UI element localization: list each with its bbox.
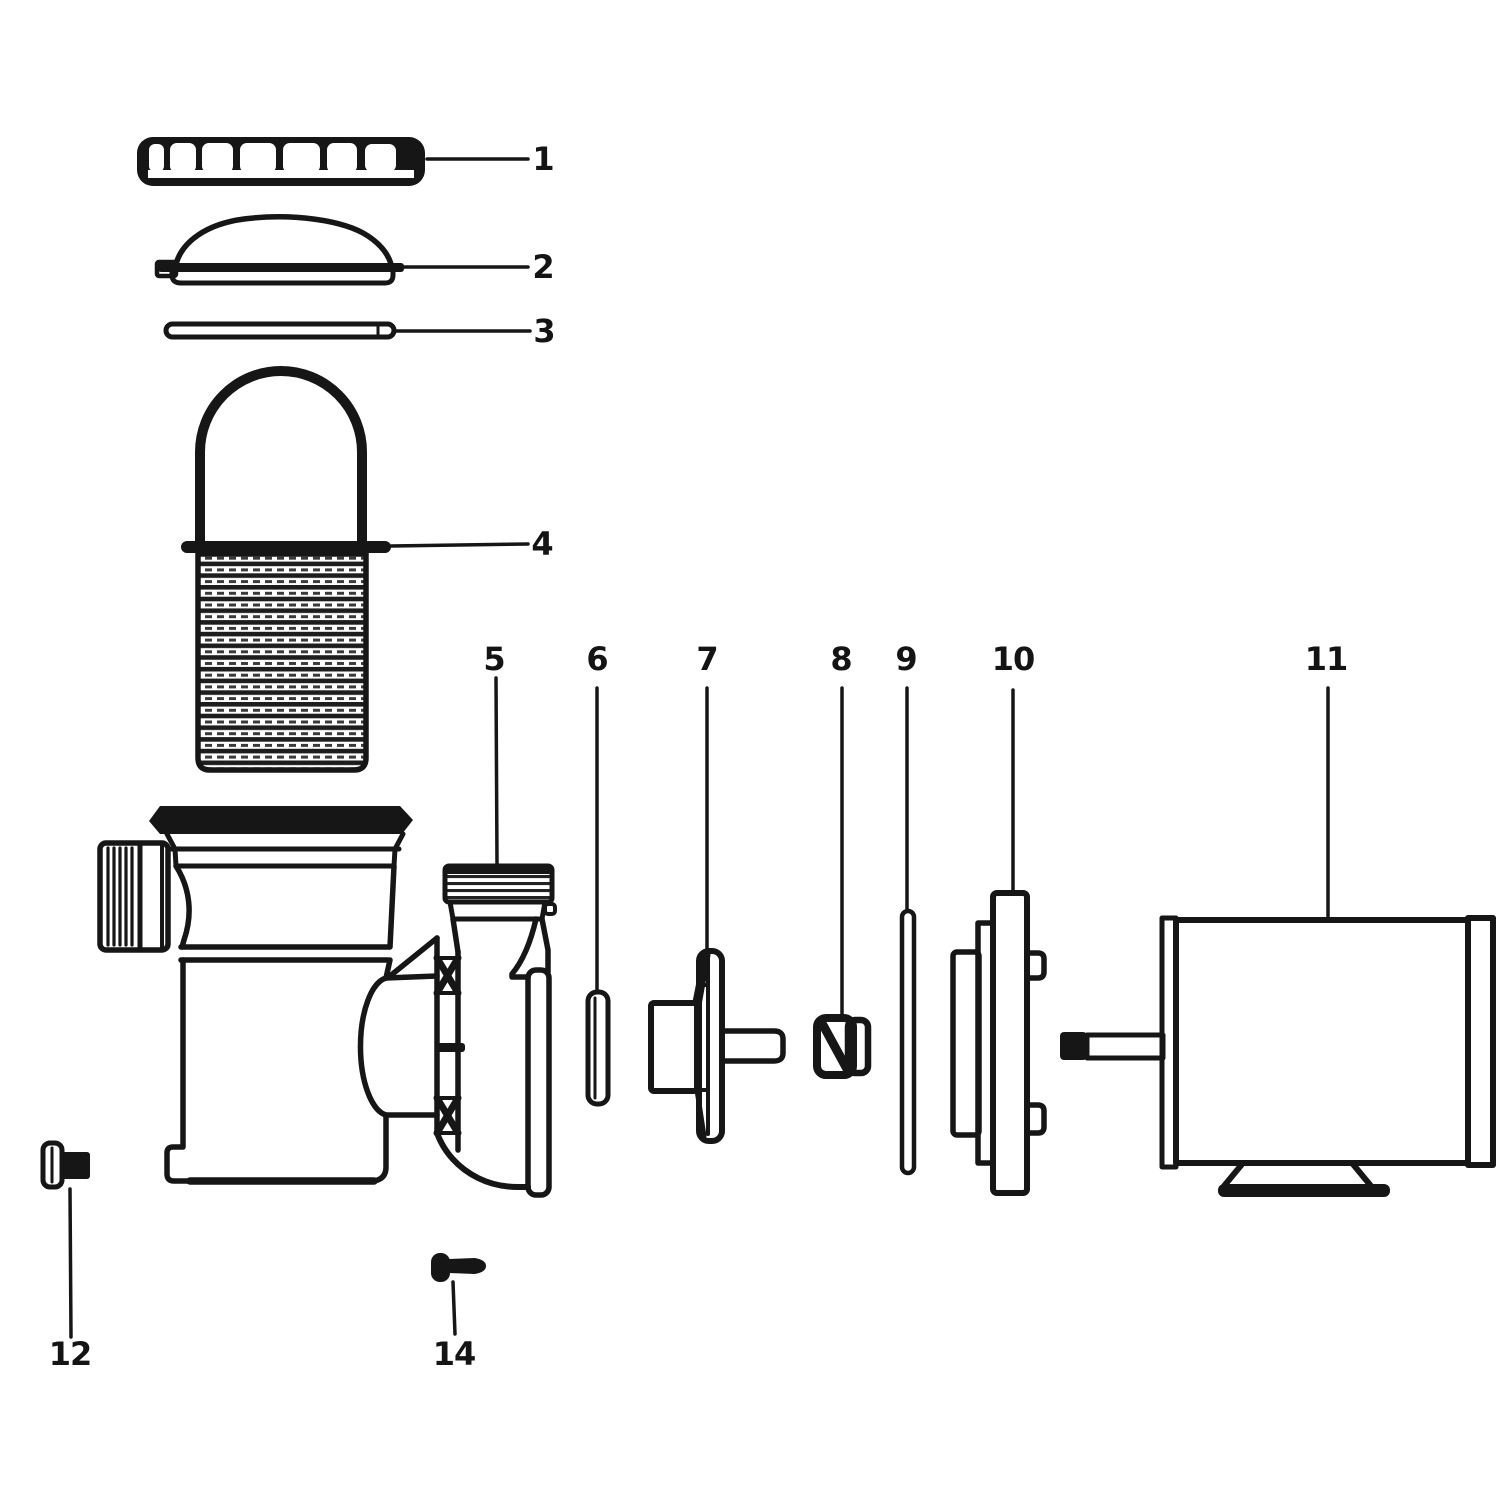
motor-shaft	[1084, 1032, 1166, 1061]
motor-base	[1218, 1184, 1390, 1197]
plate-gasket-strip	[899, 908, 917, 1176]
impeller-top-bevel	[696, 952, 711, 1008]
seal-plate-top-tab	[1024, 950, 1047, 981]
gasket-strip	[585, 989, 611, 1107]
motor-shaft-key	[1060, 1032, 1087, 1060]
seal-plate-back	[990, 890, 1030, 1196]
impeller-shaft-stub	[719, 1028, 786, 1064]
leader-line-14	[451, 1280, 457, 1336]
inlet-port	[97, 840, 171, 953]
volute	[387, 863, 557, 1198]
part-strainer-basket	[181, 366, 391, 773]
lid-dome	[173, 214, 394, 267]
part-screw	[431, 1253, 486, 1282]
part-label-4: 4	[531, 525, 552, 563]
throat-bulge	[357, 975, 389, 1118]
part-plate-gasket	[899, 908, 917, 1176]
seal-spring-diagonal	[818, 1020, 852, 1074]
part-label-10: 10	[992, 640, 1035, 678]
motor-foot-right	[1349, 1160, 1374, 1189]
part-label-6: 6	[586, 640, 607, 678]
part-label-5: 5	[483, 640, 504, 678]
tank-upper	[173, 863, 397, 963]
lid-rim	[158, 263, 404, 272]
volute-outer-edge	[539, 916, 551, 975]
part-label-8: 8	[830, 640, 851, 678]
throat-top	[383, 973, 440, 981]
drain-plug-threads	[62, 1152, 90, 1179]
basket-mesh-body	[195, 551, 369, 773]
tank-rim	[149, 806, 413, 834]
part-label-3: 3	[533, 312, 554, 350]
seal-plate-bottom-tab	[1024, 1102, 1047, 1136]
part-motor	[1060, 915, 1496, 1197]
volute-mid-rib	[437, 1043, 465, 1052]
basket-handle	[195, 366, 367, 550]
leader-line-5	[494, 676, 499, 866]
volute-bowl-bottom	[434, 1130, 531, 1190]
basket-flange	[181, 541, 391, 553]
tank-main	[164, 957, 440, 1185]
part-shaft-seal	[813, 1014, 872, 1079]
lid-lower-band	[169, 269, 396, 286]
motor-foot-left	[1221, 1160, 1246, 1189]
part-drain-plug	[40, 1140, 90, 1190]
part-lid-gasket	[163, 321, 397, 340]
volute-neck	[447, 899, 548, 922]
part-label-1: 1	[532, 140, 553, 178]
volute-inner-edge	[509, 916, 539, 980]
part-pump-body	[97, 806, 557, 1198]
part-label-2: 2	[532, 248, 553, 286]
part-label-7: 7	[696, 640, 717, 678]
discharge-plate	[525, 967, 552, 1198]
lid-left-tab	[154, 259, 179, 279]
part-diffuser-gasket	[585, 989, 611, 1107]
impeller-bottom-bevel	[694, 1087, 707, 1139]
part-label-11: 11	[1305, 640, 1348, 678]
leader-line-12	[68, 1187, 73, 1339]
seal-spring-housing	[813, 1014, 857, 1079]
lock-ring-flange	[148, 170, 414, 178]
gasket-bar	[163, 321, 397, 340]
part-label-14: 14	[433, 1335, 476, 1373]
part-label-9: 9	[895, 640, 916, 678]
screw-shank	[449, 1258, 486, 1274]
volute-neck-nub	[543, 902, 557, 916]
impeller-hub-slant	[692, 954, 707, 1005]
lock-ring-slots	[149, 143, 396, 173]
tank-collar	[164, 831, 406, 869]
motor-body	[1173, 917, 1471, 1166]
part-impeller	[648, 948, 786, 1144]
part-strainer-lid	[154, 214, 404, 286]
impeller-hub	[648, 1000, 700, 1094]
screw-head	[431, 1253, 450, 1282]
part-seal-plate	[950, 890, 1047, 1196]
seal-seat	[844, 1016, 872, 1077]
seal-plate-front	[950, 949, 982, 1138]
motor-end-cap	[1465, 915, 1496, 1168]
part-label-12: 12	[49, 1335, 92, 1373]
leader-line-4	[389, 542, 530, 548]
part-lock-ring	[137, 137, 425, 186]
